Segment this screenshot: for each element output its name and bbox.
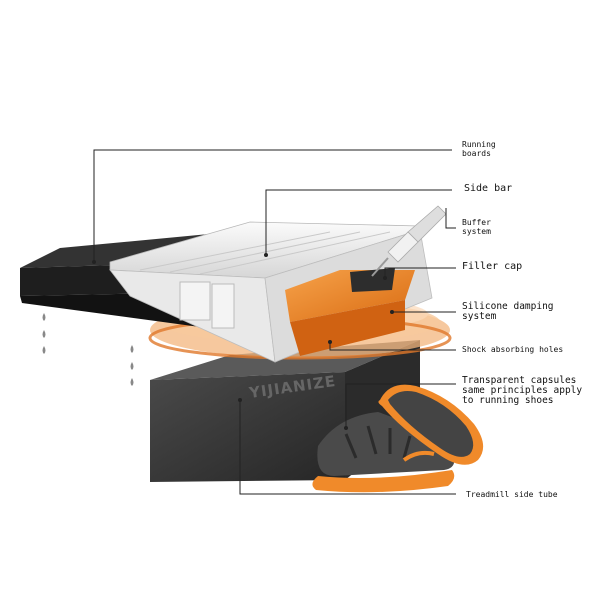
running-shoe-side	[312, 412, 455, 493]
label-side-tube: Treadmill side tube	[466, 490, 558, 499]
label-silicone-damping: Silicone damping system	[462, 301, 554, 322]
label-shock-holes: Shock absorbing holes	[462, 345, 564, 354]
label-side-bar: Side bar	[464, 183, 513, 194]
label-transparent-capsules: Transparent capsules same principles app…	[462, 375, 583, 406]
label-filler-cap: Filler cap	[462, 261, 523, 272]
running-shoe-sole	[378, 384, 484, 465]
buffer-block	[285, 268, 415, 356]
leader-dots	[92, 253, 394, 430]
oil-drops	[42, 313, 134, 386]
label-running-boards: Running boards	[462, 140, 496, 158]
leader-lines	[93, 149, 456, 495]
label-buffer-system: Buffer system	[462, 218, 491, 236]
